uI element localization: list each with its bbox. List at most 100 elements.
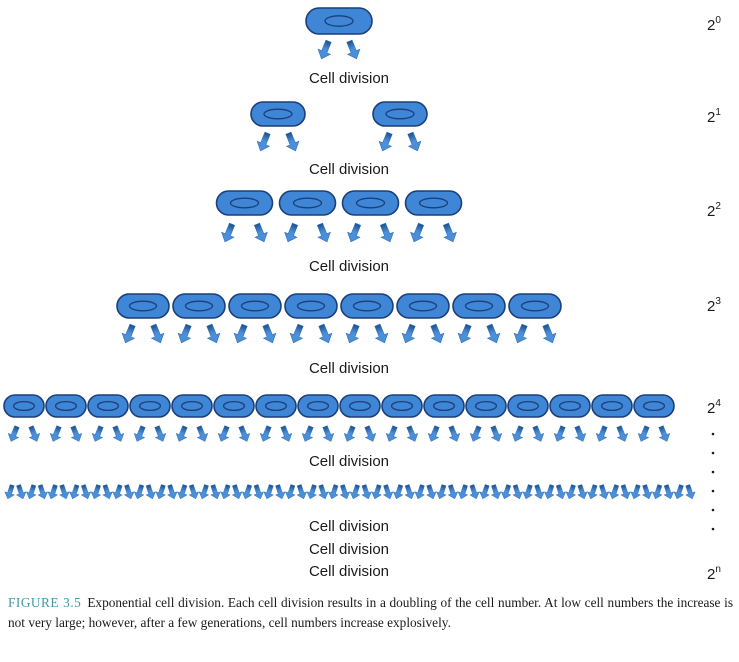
- cell-gen4-0: [3, 394, 45, 418]
- arrow-dense-34: [371, 484, 382, 500]
- arrow-gen3-3-left: [289, 323, 304, 344]
- arrow-gen3-3-right: [318, 323, 333, 344]
- arrow-dense-36: [392, 484, 404, 500]
- arrow-gen3-4-left: [345, 323, 360, 344]
- arrow-gen4-5-right: [238, 425, 251, 442]
- arrow-dense-7: [80, 484, 92, 500]
- cell-gen4-14: [591, 394, 633, 418]
- cell-gen3-0: [116, 293, 170, 319]
- cell-division-diagram: Cell division Cell division Cell divisio…: [3, 7, 721, 583]
- division-label-2: Cell division: [309, 258, 389, 275]
- cell-gen4-10: [423, 394, 465, 418]
- arrow-gen4-13-left: [553, 425, 566, 442]
- arrow-dense-24: [263, 484, 274, 500]
- arrow-dense-46: [500, 484, 512, 500]
- arrow-gen4-8-right: [364, 425, 377, 442]
- arrow-dense-43: [469, 484, 480, 500]
- arrow-gen4-5-left: [217, 425, 230, 442]
- arrow-dense-63: [685, 484, 696, 500]
- arrow-gen4-6-left: [259, 425, 272, 442]
- cell-gen4-13: [549, 394, 591, 418]
- cell-gen3-1: [172, 293, 226, 319]
- cell-gen3-7: [508, 293, 562, 319]
- arrow-gen4-10-left: [427, 425, 440, 442]
- cell-gen4-11: [465, 394, 507, 418]
- arrow-dense-33: [361, 484, 372, 500]
- arrow-gen1-1-left: [378, 131, 393, 152]
- arrow-dense-27: [296, 484, 308, 500]
- cell-gen2-0: [215, 190, 274, 216]
- arrow-gen2-3-left: [410, 222, 425, 243]
- arrow-gen3-6-right: [486, 323, 501, 344]
- arrow-gen4-11-right: [490, 425, 503, 442]
- arrow-dense-30: [328, 484, 339, 500]
- arrow-gen4-10-right: [448, 425, 461, 442]
- cell-gen4-4: [171, 394, 213, 418]
- division-label-7: Cell division: [309, 563, 389, 580]
- arrow-dense-57: [620, 484, 631, 500]
- arrow-gen4-7-right: [322, 425, 335, 442]
- cell-gen4-9: [381, 394, 423, 418]
- arrow-dense-17: [188, 484, 200, 500]
- arrow-gen2-0-right: [253, 222, 268, 243]
- arrow-gen4-15-left: [637, 425, 650, 442]
- arrow-dense-45: [490, 484, 502, 500]
- arrow-dense-8: [90, 484, 102, 500]
- arrow-dense-16: [177, 484, 188, 500]
- arrow-gen4-9-left: [385, 425, 398, 442]
- arrow-gen2-2-right: [379, 222, 394, 243]
- arrow-dense-50: [544, 484, 555, 500]
- arrow-gen4-4-right: [196, 425, 209, 442]
- cell-gen3-3: [284, 293, 338, 319]
- power-label-0: 20: [707, 15, 721, 34]
- arrow-dense-18: [198, 484, 210, 500]
- arrow-gen3-7-right: [542, 323, 557, 344]
- arrow-gen3-2-left: [233, 323, 248, 344]
- arrow-dense-61: [663, 484, 675, 500]
- arrow-dense-9: [102, 484, 113, 500]
- arrow-gen2-2-left: [347, 222, 362, 243]
- cell-gen4-6: [255, 394, 297, 418]
- arrow-gen2-3-right: [442, 222, 457, 243]
- arrow-dense-48: [522, 484, 533, 500]
- arrow-gen4-12-right: [532, 425, 545, 442]
- arrow-gen0-0-right: [346, 39, 361, 60]
- power-label-4: 24: [707, 398, 721, 417]
- cell-gen3-6: [452, 293, 506, 319]
- arrow-gen0-0-left: [317, 39, 332, 60]
- arrow-gen4-15-right: [658, 425, 671, 442]
- division-label-4: Cell division: [309, 453, 389, 470]
- arrow-gen2-0-left: [221, 222, 236, 243]
- arrow-dense-10: [112, 484, 123, 500]
- division-label-3: Cell division: [309, 360, 389, 377]
- cell-gen2-2: [341, 190, 400, 216]
- arrow-dense-4: [47, 484, 59, 500]
- arrow-dense-37: [404, 484, 415, 500]
- cell-gen1-0: [250, 101, 306, 127]
- arrow-dense-29: [318, 484, 329, 500]
- arrow-gen4-12-left: [511, 425, 524, 442]
- arrow-gen4-0-left: [7, 425, 20, 442]
- arrow-dense-32: [349, 484, 361, 500]
- cell-gen1-1: [372, 101, 428, 127]
- arrow-dense-14: [155, 484, 166, 500]
- cell-gen3-4: [340, 293, 394, 319]
- arrow-gen4-1-right: [70, 425, 83, 442]
- arrow-dense-25: [274, 484, 286, 500]
- arrow-dense-5: [59, 484, 70, 500]
- arrow-gen3-6-left: [457, 323, 472, 344]
- cell-gen4-1: [45, 394, 87, 418]
- arrow-dense-21: [231, 484, 243, 500]
- arrow-gen3-2-right: [262, 323, 277, 344]
- arrow-gen4-11-left: [469, 425, 482, 442]
- cell-gen4-12: [507, 394, 549, 418]
- arrow-gen3-0-left: [121, 323, 136, 344]
- arrow-gen4-4-left: [175, 425, 188, 442]
- arrow-dense-15: [167, 484, 178, 500]
- arrow-gen4-8-left: [343, 425, 356, 442]
- arrow-dense-35: [382, 484, 394, 500]
- arrow-gen4-9-right: [406, 425, 419, 442]
- arrow-dense-26: [285, 484, 296, 500]
- arrow-gen4-1-left: [49, 425, 62, 442]
